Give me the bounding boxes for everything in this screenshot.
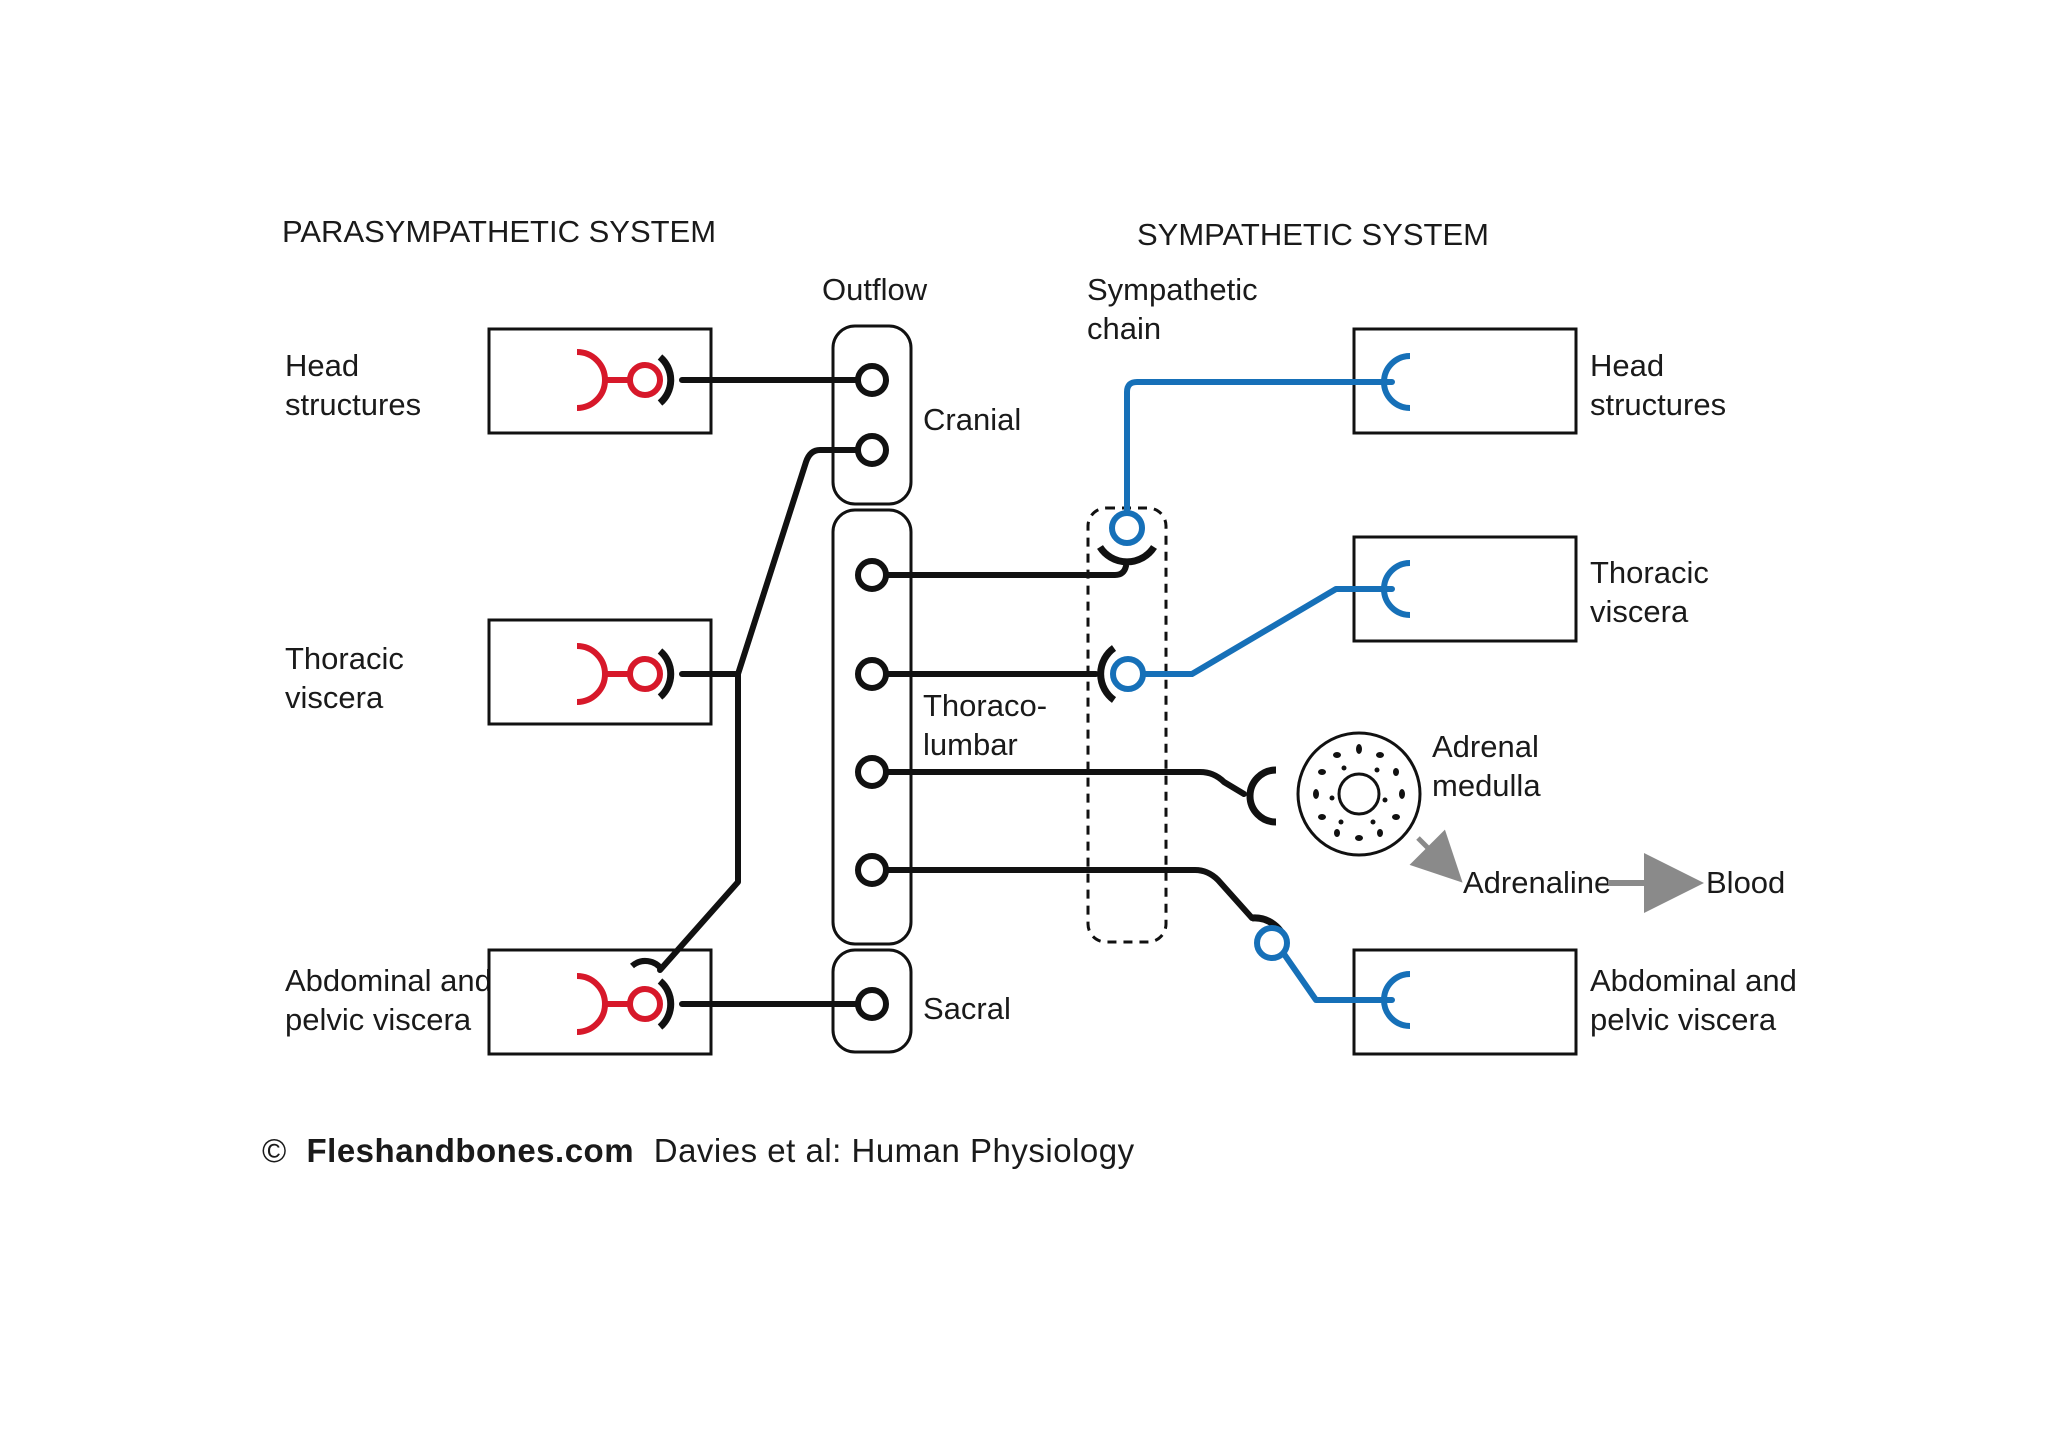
outflow-title: Outflow: [822, 272, 928, 307]
sympathetic-title: SYMPATHETIC SYSTEM: [1137, 217, 1489, 252]
adrenaline-release-arrow: [1409, 829, 1463, 883]
outflow-cranial-label: Cranial: [923, 402, 1021, 437]
para-abdominal-box: [487, 948, 713, 1056]
adrenal-synapse: [1246, 766, 1277, 826]
copyright-symbol: ©: [262, 1132, 287, 1169]
adrenal-granules: [1313, 744, 1405, 841]
cranial-neuron-1: [855, 363, 889, 397]
symp-terminal-thoracic: [1381, 560, 1411, 618]
para-target-label-abdominal: Abdominal and pelvic viscera: [285, 963, 500, 1037]
symp-post-abdominal: [1281, 951, 1395, 1003]
symp-post-head: [1124, 379, 1395, 515]
outflow-cranial-segment: [831, 324, 913, 506]
symp-target-label-abdominal: Abdominal and pelvic viscera: [1590, 963, 1805, 1037]
symp-chain-ganglion-1: [1097, 510, 1157, 566]
para-head-box: [487, 327, 713, 435]
credit-site: Fleshandbones.com: [307, 1132, 635, 1169]
cranial-neuron-2: [855, 433, 889, 467]
thoracolumbar-neuron-3: [855, 755, 889, 789]
symp-fiber-1: [869, 563, 1129, 578]
blood-label: Blood: [1706, 865, 1785, 900]
para-ganglion-thoracic: [576, 643, 675, 705]
para-thoracic-box: [487, 618, 713, 726]
para-ganglion-head: [576, 349, 675, 411]
adrenal-medulla-label: Adrenal medulla: [1432, 729, 1547, 803]
para-ganglion-abdominal: [576, 957, 675, 1035]
credit-line: © Fleshandbones.com Davies et al: Human …: [262, 1132, 1135, 1169]
symp-target-label-thoracic: Thoracic viscera: [1590, 555, 1718, 629]
symp-terminal-head: [1381, 353, 1411, 411]
thoracolumbar-neuron-2: [855, 657, 889, 691]
symp-terminal-abdominal: [1381, 971, 1411, 1029]
para-fiber-cranial-trunk: [657, 447, 875, 973]
para-target-label-thoracic: Thoracic viscera: [285, 641, 413, 715]
credit-source: Davies et al: Human Physiology: [654, 1132, 1135, 1169]
outflow-thoracolumbar-label: Thoraco- lumbar: [923, 688, 1056, 762]
symp-fiber-adrenal: [869, 769, 1247, 797]
para-target-label-head: Head structures: [285, 348, 421, 422]
parasympathetic-title: PARASYMPATHETIC SYSTEM: [282, 214, 716, 249]
outflow-thoracolumbar-segment: [831, 508, 913, 946]
thoracolumbar-neuron-4: [855, 853, 889, 887]
symp-chain-ganglion-2: [1097, 645, 1146, 703]
symp-fiber-prevertebral: [869, 867, 1255, 921]
symp-post-thoracic: [1139, 586, 1395, 677]
thoracolumbar-neuron-1: [855, 558, 889, 592]
sympathetic-chain-label: Sympathetic chain: [1087, 272, 1266, 346]
sacral-neuron: [855, 987, 889, 1021]
outflow-sacral-label: Sacral: [923, 991, 1011, 1026]
adrenal-medulla: [1246, 731, 1422, 857]
symp-prevertebral-ganglion: [1251, 914, 1290, 961]
symp-target-label-head: Head structures: [1590, 348, 1726, 422]
adrenaline-label: Adrenaline: [1463, 865, 1611, 900]
